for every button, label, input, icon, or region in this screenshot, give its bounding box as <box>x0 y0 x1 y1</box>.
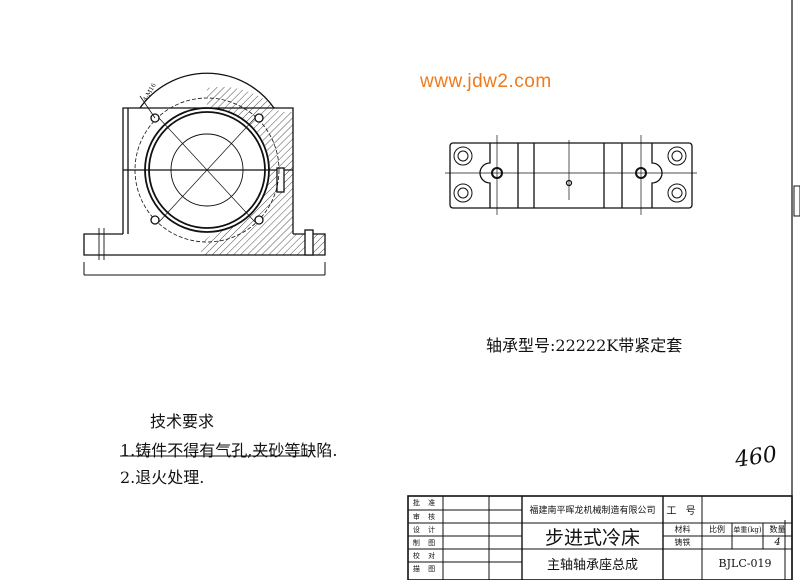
material-label: 材料 <box>674 525 691 534</box>
job-no-label: 工 号 <box>666 506 699 517</box>
watermark-url: www.jdw2.com <box>420 71 552 92</box>
role-draft: 制 图 <box>412 538 439 547</box>
top-view <box>445 135 697 215</box>
role-approve: 批 准 <box>412 499 439 507</box>
role-check: 校 对 <box>412 551 439 560</box>
role-design: 设 计 <box>412 525 439 534</box>
material-value: 铸铁 <box>674 538 691 547</box>
scale-label: 比例 <box>709 525 725 534</box>
edge-marker <box>793 185 800 217</box>
quantity-label: 数量 <box>769 525 786 534</box>
role-trace: 描 图 <box>412 564 439 573</box>
bolt-hole <box>150 215 160 225</box>
product-name: 步进式冷床 <box>544 526 640 549</box>
company-name: 福建南平晖龙机械制造有限公司 <box>529 506 656 516</box>
role-review: 审 核 <box>412 512 439 521</box>
front-view: 4-M16 <box>83 72 326 276</box>
bolt-hole <box>254 215 264 225</box>
part-name: 主轴轴承座总成 <box>546 557 638 573</box>
drawing-number: BJLC-019 <box>718 556 772 570</box>
quantity-value: 4 <box>774 537 781 548</box>
requirement-item: 2.退火处理. <box>120 468 205 487</box>
requirement-item: 1.铸件不得有气孔,夹砂等缺陷. <box>120 441 338 460</box>
unit-weight-label: 单重(kg) <box>733 525 762 534</box>
requirements-title: 技术要求 <box>150 412 215 431</box>
title-block <box>407 495 793 580</box>
bolt-hole <box>254 113 264 123</box>
bearing-model-note: 轴承型号:22222K带紧定套 <box>486 336 683 355</box>
